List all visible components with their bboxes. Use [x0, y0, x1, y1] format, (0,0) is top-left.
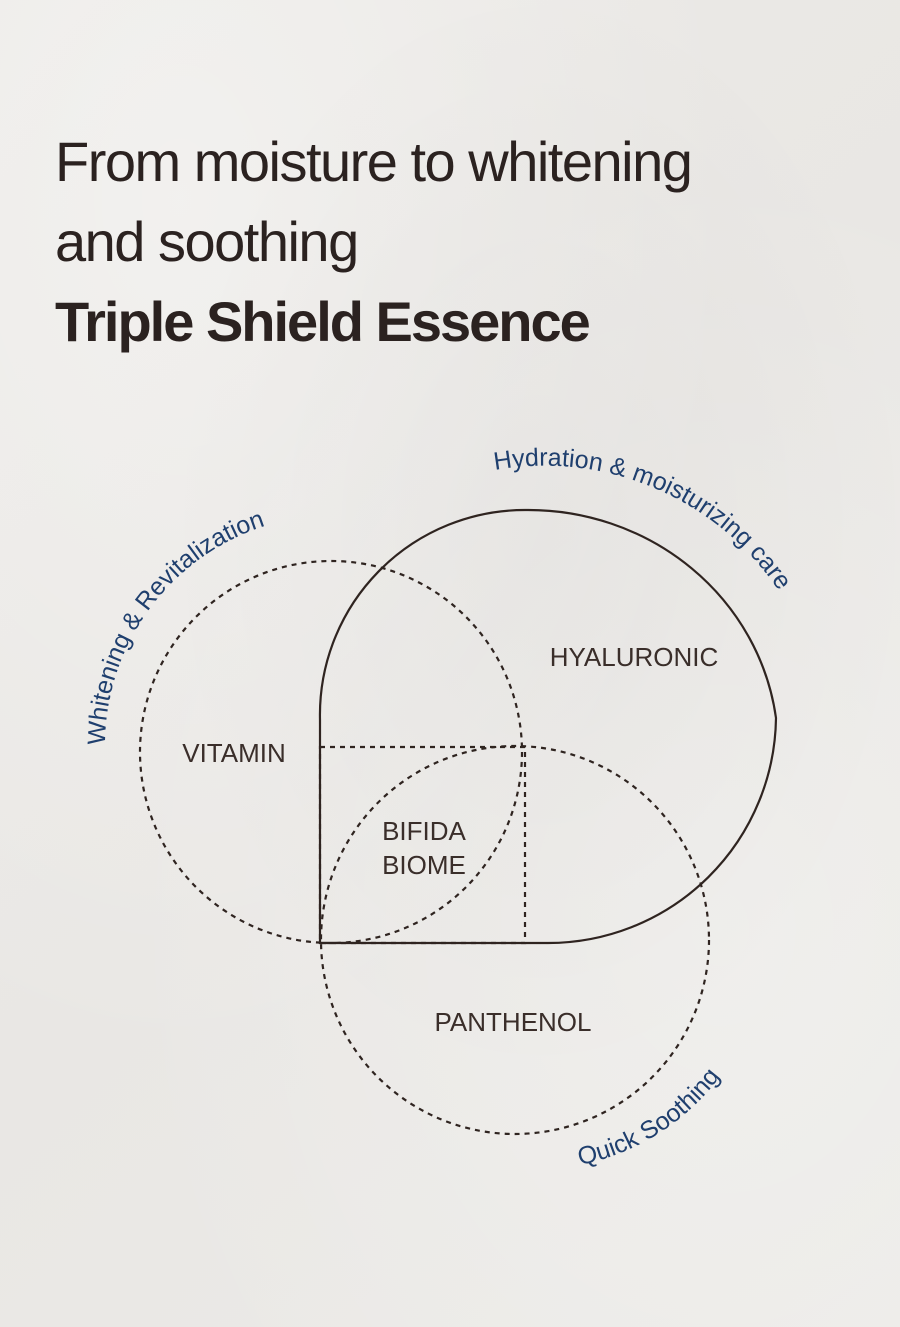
- headline-line-2: and soothing: [55, 210, 359, 273]
- vitamin-label: VITAMIN: [182, 738, 286, 768]
- headline-line-1: From moisture to whitening: [55, 130, 693, 193]
- product-name: Triple Shield Essence: [55, 290, 591, 353]
- bifida-label-line-1: BIFIDA: [382, 816, 466, 846]
- hyaluronic-label: HYALURONIC: [550, 642, 719, 672]
- bifida-label-line-2: BIOME: [382, 850, 466, 880]
- bifida-biome-square: [318, 745, 527, 945]
- hyaluronic-outline: [318, 508, 778, 945]
- vitamin-circle: [138, 559, 524, 945]
- hydration-benefit-label: Hydration & moisturizing care: [492, 444, 797, 595]
- whitening-benefit-label: Whitening & Revitalization: [83, 505, 268, 746]
- headline: From moisture to whitening and soothing …: [55, 122, 693, 362]
- panthenol-label: PANTHENOL: [435, 1007, 592, 1037]
